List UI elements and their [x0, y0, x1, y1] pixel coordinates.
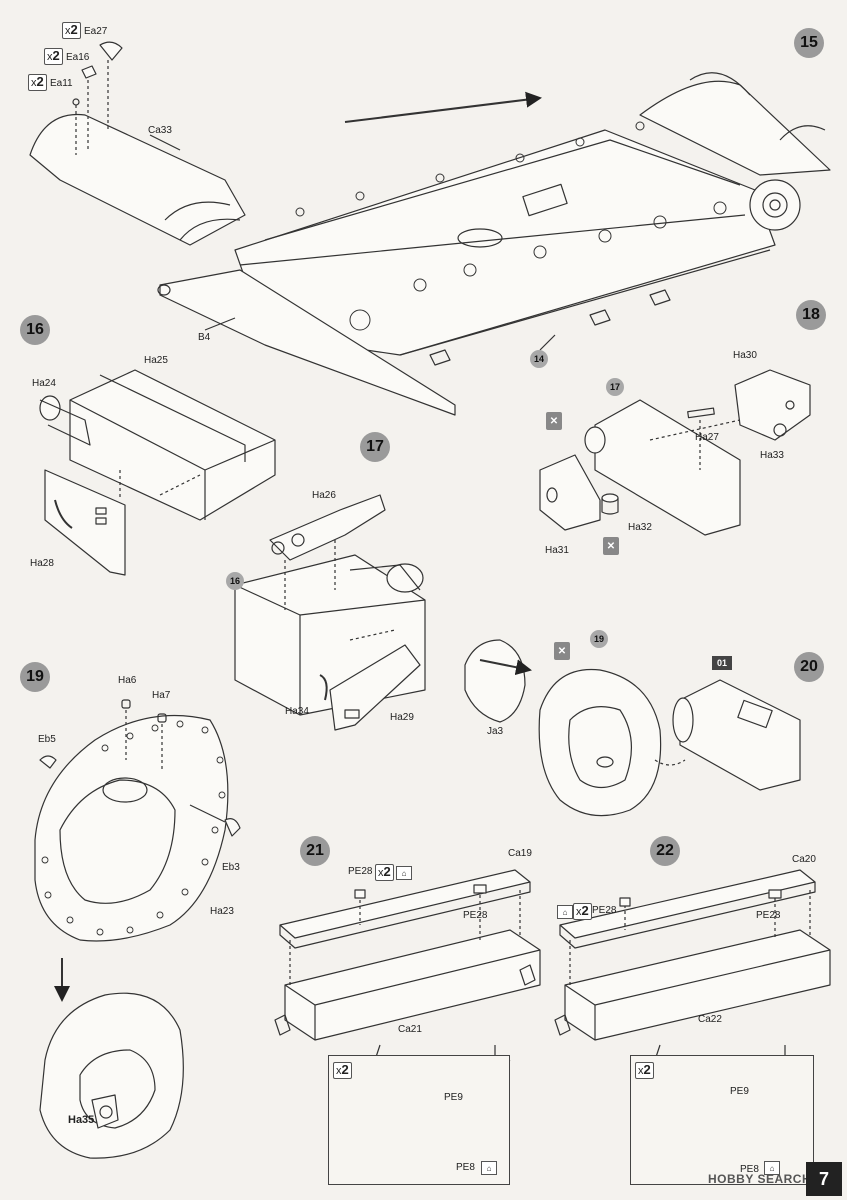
- cement-icon: ✕: [603, 537, 619, 555]
- part-label-ca22: Ca22: [698, 1014, 722, 1025]
- step18-drawing: [539, 369, 811, 536]
- step-number-18: 18: [796, 300, 826, 330]
- part-label-pe28-a: PE28: [348, 866, 373, 877]
- bend-icon: ⌂: [481, 1161, 497, 1175]
- part-label-pe9-b: PE9: [730, 1086, 749, 1097]
- step-number-19: 19: [20, 662, 50, 692]
- part-label-ea11: Ea11: [50, 78, 73, 89]
- quantity-pe28-c: x2: [573, 903, 592, 920]
- ref-step-16: 16: [226, 572, 244, 590]
- part-label-ca33: Ca33: [148, 125, 172, 136]
- quantity-ea27: x2: [62, 22, 81, 39]
- part-label-b4: B4: [198, 332, 211, 343]
- part-label-ca20: Ca20: [792, 854, 816, 865]
- part-label-ha7: Ha7: [152, 690, 171, 701]
- step17-drawing: [234, 494, 426, 731]
- page-number: 7: [806, 1162, 842, 1196]
- part-label-ea16: Ea16: [66, 52, 90, 63]
- quantity-ea16: x2: [44, 48, 63, 65]
- part-label-pe8-a: PE8: [456, 1162, 475, 1173]
- step-number-15: 15: [794, 28, 824, 58]
- cement-icon: ✕: [554, 642, 570, 660]
- part-label-ha25: Ha25: [144, 355, 168, 366]
- quantity-pe28-a: x2: [375, 864, 394, 881]
- part-label-pe28-b: PE28: [463, 910, 488, 921]
- part-label-ha30: Ha30: [733, 350, 757, 361]
- step-number-20: 20: [794, 652, 824, 682]
- step21-drawing: [274, 869, 541, 1061]
- part-label-ha26: Ha26: [312, 490, 336, 501]
- part-label-ha29: Ha29: [390, 712, 414, 723]
- bend-icon: ⌂: [557, 905, 573, 919]
- step19-drawing: [34, 699, 241, 1159]
- step-number-21: 21: [300, 836, 330, 866]
- step20-drawing: [464, 639, 801, 817]
- step15-drawing: [29, 41, 831, 416]
- step-number-22: 22: [650, 836, 680, 866]
- bend-icon: ⌂: [764, 1161, 780, 1175]
- inset-detail-22: [630, 1055, 814, 1185]
- step-number-17: 17: [360, 432, 390, 462]
- part-label-ha6: Ha6: [118, 675, 137, 686]
- quantity-inset-21: x2: [333, 1062, 352, 1079]
- part-label-ca19: Ca19: [508, 848, 532, 859]
- part-label-ha35: Ha35: [68, 1114, 95, 1126]
- quantity-ea11: x2: [28, 74, 47, 91]
- part-label-ha23: Ha23: [210, 906, 234, 917]
- watermark-text: HOBBY SEARCH: [708, 1172, 812, 1186]
- part-label-ha33: Ha33: [760, 450, 784, 461]
- part-label-ha34: Ha34: [285, 706, 309, 717]
- part-label-eb3: Eb3: [222, 862, 240, 873]
- part-label-ha31: Ha31: [545, 545, 569, 556]
- part-label-pe9-a: PE9: [444, 1092, 463, 1103]
- inset-detail-21: [328, 1055, 510, 1185]
- part-label-ha32: Ha32: [628, 522, 652, 533]
- cement-icon: ✕: [546, 412, 562, 430]
- step22-drawing: [554, 869, 831, 1061]
- ref-step-19: 19: [590, 630, 608, 648]
- bend-icon: ⌂: [396, 866, 412, 880]
- part-label-ha24: Ha24: [32, 378, 56, 389]
- step16-drawing: [39, 369, 276, 576]
- part-label-ja3: Ja3: [487, 726, 504, 737]
- part-label-pe28-c: PE28: [592, 905, 617, 916]
- quantity-inset-22: x2: [635, 1062, 654, 1079]
- part-label-ha28: Ha28: [30, 558, 54, 569]
- part-label-eb5: Eb5: [38, 734, 56, 745]
- part-label-ha27: Ha27: [695, 432, 719, 443]
- part-label-ca21: Ca21: [398, 1024, 422, 1035]
- part-label-pe28-d: PE28: [756, 910, 781, 921]
- subassembly-01-badge: 01: [712, 656, 733, 670]
- ref-step-17: 17: [606, 378, 624, 396]
- part-label-ea27: Ea27: [84, 26, 108, 37]
- part-label-pe8-b: PE8: [740, 1164, 759, 1175]
- ref-step-14: 14: [530, 350, 548, 368]
- step-number-16: 16: [20, 315, 50, 345]
